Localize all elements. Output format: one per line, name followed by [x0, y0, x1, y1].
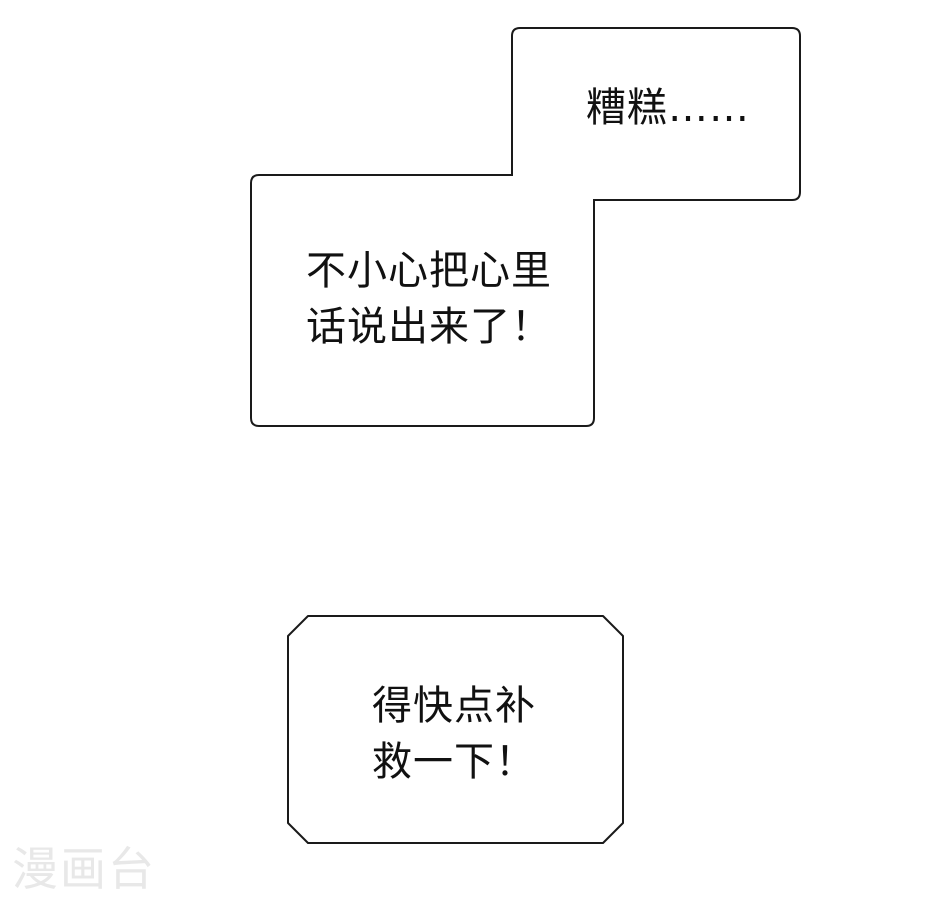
caption-said-aloud: 不小心把心里 话说出来了！	[306, 248, 552, 350]
stepped-caption-box	[250, 27, 801, 427]
bottom-caption-box	[287, 615, 624, 844]
caption-oh-no: 糟糕……	[586, 85, 750, 131]
watermark-logo: 漫画台	[12, 842, 156, 896]
caption-fix-it: 得快点补 救一下！	[372, 683, 536, 785]
